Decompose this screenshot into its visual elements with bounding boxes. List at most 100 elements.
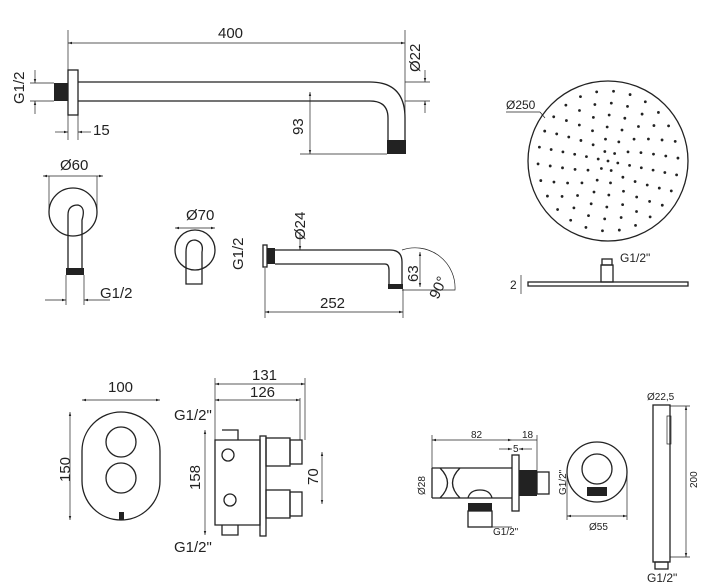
valve-depth-body-label: 126: [250, 384, 275, 401]
nozzle-dot: [539, 179, 543, 182]
nozzle-dot: [639, 166, 643, 170]
wall-arm-drop-label: 93: [290, 118, 307, 135]
nozzle-dot: [537, 145, 541, 149]
nozzle-dot: [601, 229, 604, 233]
nozzle-dot: [555, 132, 559, 136]
nozzle-dot: [606, 159, 610, 163]
head-diameter-label: Ø250: [506, 98, 536, 112]
nozzle-dot: [622, 189, 625, 193]
nozzle-dot: [632, 137, 636, 141]
nozzle-dot: [635, 210, 638, 213]
elbow-length-label: 82: [471, 430, 483, 441]
head-thread-label: G1/2": [620, 251, 650, 265]
nozzle-dot: [548, 164, 552, 168]
nozzle-dot: [552, 180, 556, 184]
nozzle-dot: [599, 167, 603, 170]
hand-shower-thread-label: G1/2": [647, 571, 677, 585]
nozzle-dot: [573, 152, 577, 156]
valve-body-height-label: 158: [187, 465, 204, 490]
nozzle-dot: [591, 143, 595, 147]
nozzle-dot: [565, 119, 568, 122]
nozzle-dot: [613, 152, 617, 155]
nozzle-dot: [561, 166, 564, 170]
nozzle-dot: [603, 217, 607, 221]
nozzle-dot: [657, 111, 660, 114]
elbow-thread-side-label: G1/2": [558, 469, 569, 495]
wall-arm-diameter-label: Ø22: [407, 44, 424, 72]
nozzle-dot: [645, 183, 649, 187]
nozzle-dot: [580, 181, 584, 185]
nozzle-dot: [607, 193, 611, 197]
nozzle-dot: [549, 148, 553, 151]
nozzle-dot: [609, 169, 613, 172]
nozzle-dot: [552, 115, 556, 119]
thermostatic-valve-drawing: 100 150 131 126 G1/2" 158 70 G1/2": [57, 367, 324, 556]
nozzle-dot: [667, 124, 670, 128]
nozzle-dot: [621, 203, 625, 207]
flange-thread-label: G1/2: [100, 285, 133, 302]
nozzle-dot: [669, 189, 673, 193]
nozzle-dot: [640, 112, 644, 116]
nozzle-dot: [663, 171, 667, 174]
hand-shower-length-label: 200: [689, 471, 700, 488]
nozzle-dot: [605, 205, 609, 209]
nozzle-dot: [567, 135, 571, 139]
nozzle-dot: [616, 161, 620, 165]
nozzle-dot: [589, 202, 593, 206]
nozzle-dot: [648, 215, 652, 219]
wall-arm-drawing: 400 Ø22 G1/2 15 93: [11, 25, 430, 155]
elbow-plate-label: 5: [513, 444, 519, 455]
nozzle-dot: [586, 168, 590, 172]
nozzle-dot: [607, 113, 611, 117]
nozzle-dot: [620, 128, 624, 132]
nozzle-dot: [617, 140, 621, 144]
spout-rosette-label: Ø70: [186, 207, 214, 224]
nozzle-dot: [652, 124, 656, 127]
nozzle-dot: [595, 178, 599, 182]
valve-thread-top-label: G1/2": [174, 407, 212, 424]
nozzle-dot: [596, 157, 600, 161]
nozzle-dot: [556, 208, 559, 211]
nozzle-dot: [564, 103, 568, 107]
nozzle-dot: [591, 115, 595, 119]
nozzle-dot: [657, 186, 661, 190]
nozzle-dot: [626, 150, 630, 154]
outlet-diameter-label: Ø55: [589, 522, 608, 533]
nozzle-dot: [626, 104, 629, 108]
nozzle-dot: [569, 218, 573, 222]
nozzle-dot: [543, 129, 547, 133]
valve-outlet-spacing-label: 70: [305, 468, 322, 485]
elbow-thread-bottom-label: G1/2": [493, 527, 519, 538]
valve-depth-total-label: 131: [252, 367, 277, 384]
spout-thread-label: G1/2: [230, 237, 247, 270]
wall-arm-flange-label: 15: [93, 122, 110, 139]
nozzle-dot: [576, 194, 579, 197]
nozzle-dot: [605, 125, 609, 129]
nozzle-dot: [623, 116, 627, 120]
nozzle-dot: [673, 140, 677, 143]
nozzle-dot: [609, 181, 612, 185]
wall-arm-thread-label: G1/2: [11, 71, 28, 104]
nozzle-dot: [536, 162, 540, 166]
nozzle-dot: [660, 138, 664, 142]
nozzle-dot: [621, 175, 625, 179]
wall-elbow-drawing: 82 18 5 Ø28 G1/2" G1/2": [417, 430, 569, 538]
nozzle-dot: [628, 163, 631, 167]
arm-flange-drawing: Ø60 G1/2: [43, 157, 133, 305]
nozzle-dot: [579, 139, 583, 142]
elbow-diameter-label: Ø28: [417, 476, 428, 495]
nozzle-dot: [664, 154, 668, 158]
flange-diameter-label: Ø60: [60, 157, 88, 174]
nozzle-dot: [585, 155, 588, 159]
spout-length-label: 252: [320, 295, 345, 312]
nozzle-dot: [573, 167, 577, 171]
nozzle-dot: [628, 93, 632, 96]
nozzle-dot: [572, 206, 576, 210]
nozzle-dot: [675, 173, 679, 177]
nozzle-dot: [676, 156, 680, 160]
head-thickness-label: 2: [510, 278, 517, 292]
valve-width-label: 100: [108, 379, 133, 396]
nozzle-dot: [566, 181, 569, 185]
nozzle-dot: [587, 214, 590, 218]
